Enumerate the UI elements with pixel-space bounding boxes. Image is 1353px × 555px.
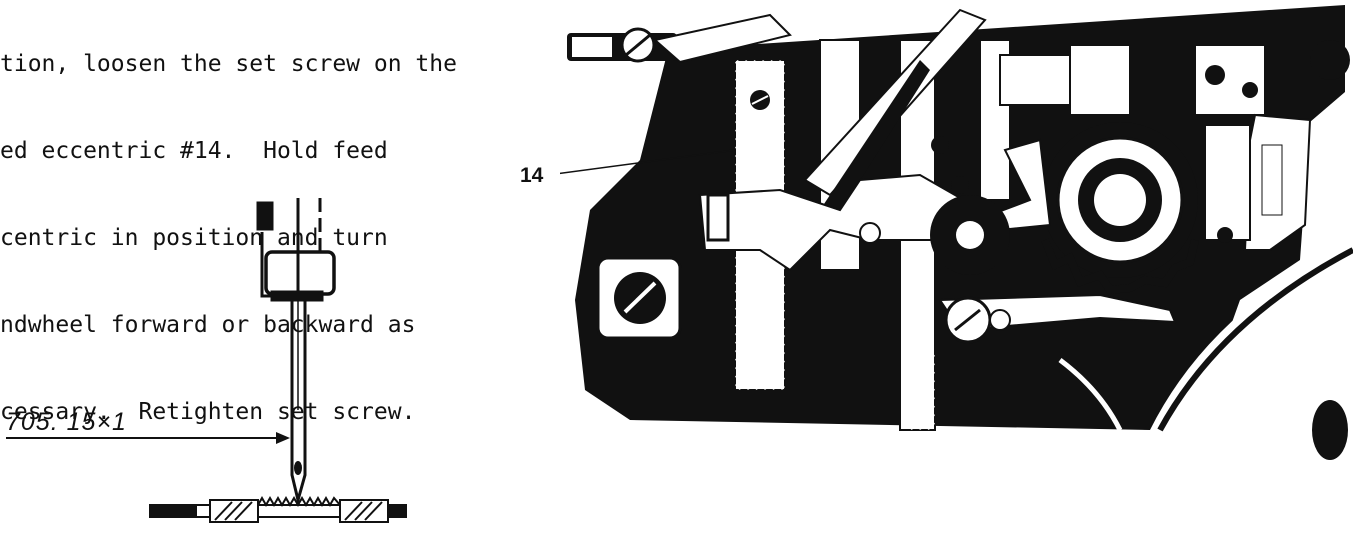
instruction-line: cessary. Retighten set screw. [0,399,416,425]
instruction-line: tion, loosen the set screw on the [0,51,457,77]
callout-label-14: 14 [520,164,544,187]
needle-diagram [6,198,407,523]
instruction-text: tion, loosen the set screw on the ed ecc… [0,0,520,485]
instruction-line: ndwheel forward or backward as [0,312,416,338]
needle-size-label: 705. 15×1 [6,408,127,436]
machine-interior-illustration [560,5,1353,460]
instruction-line: ed eccentric #14. Hold feed [0,138,388,164]
